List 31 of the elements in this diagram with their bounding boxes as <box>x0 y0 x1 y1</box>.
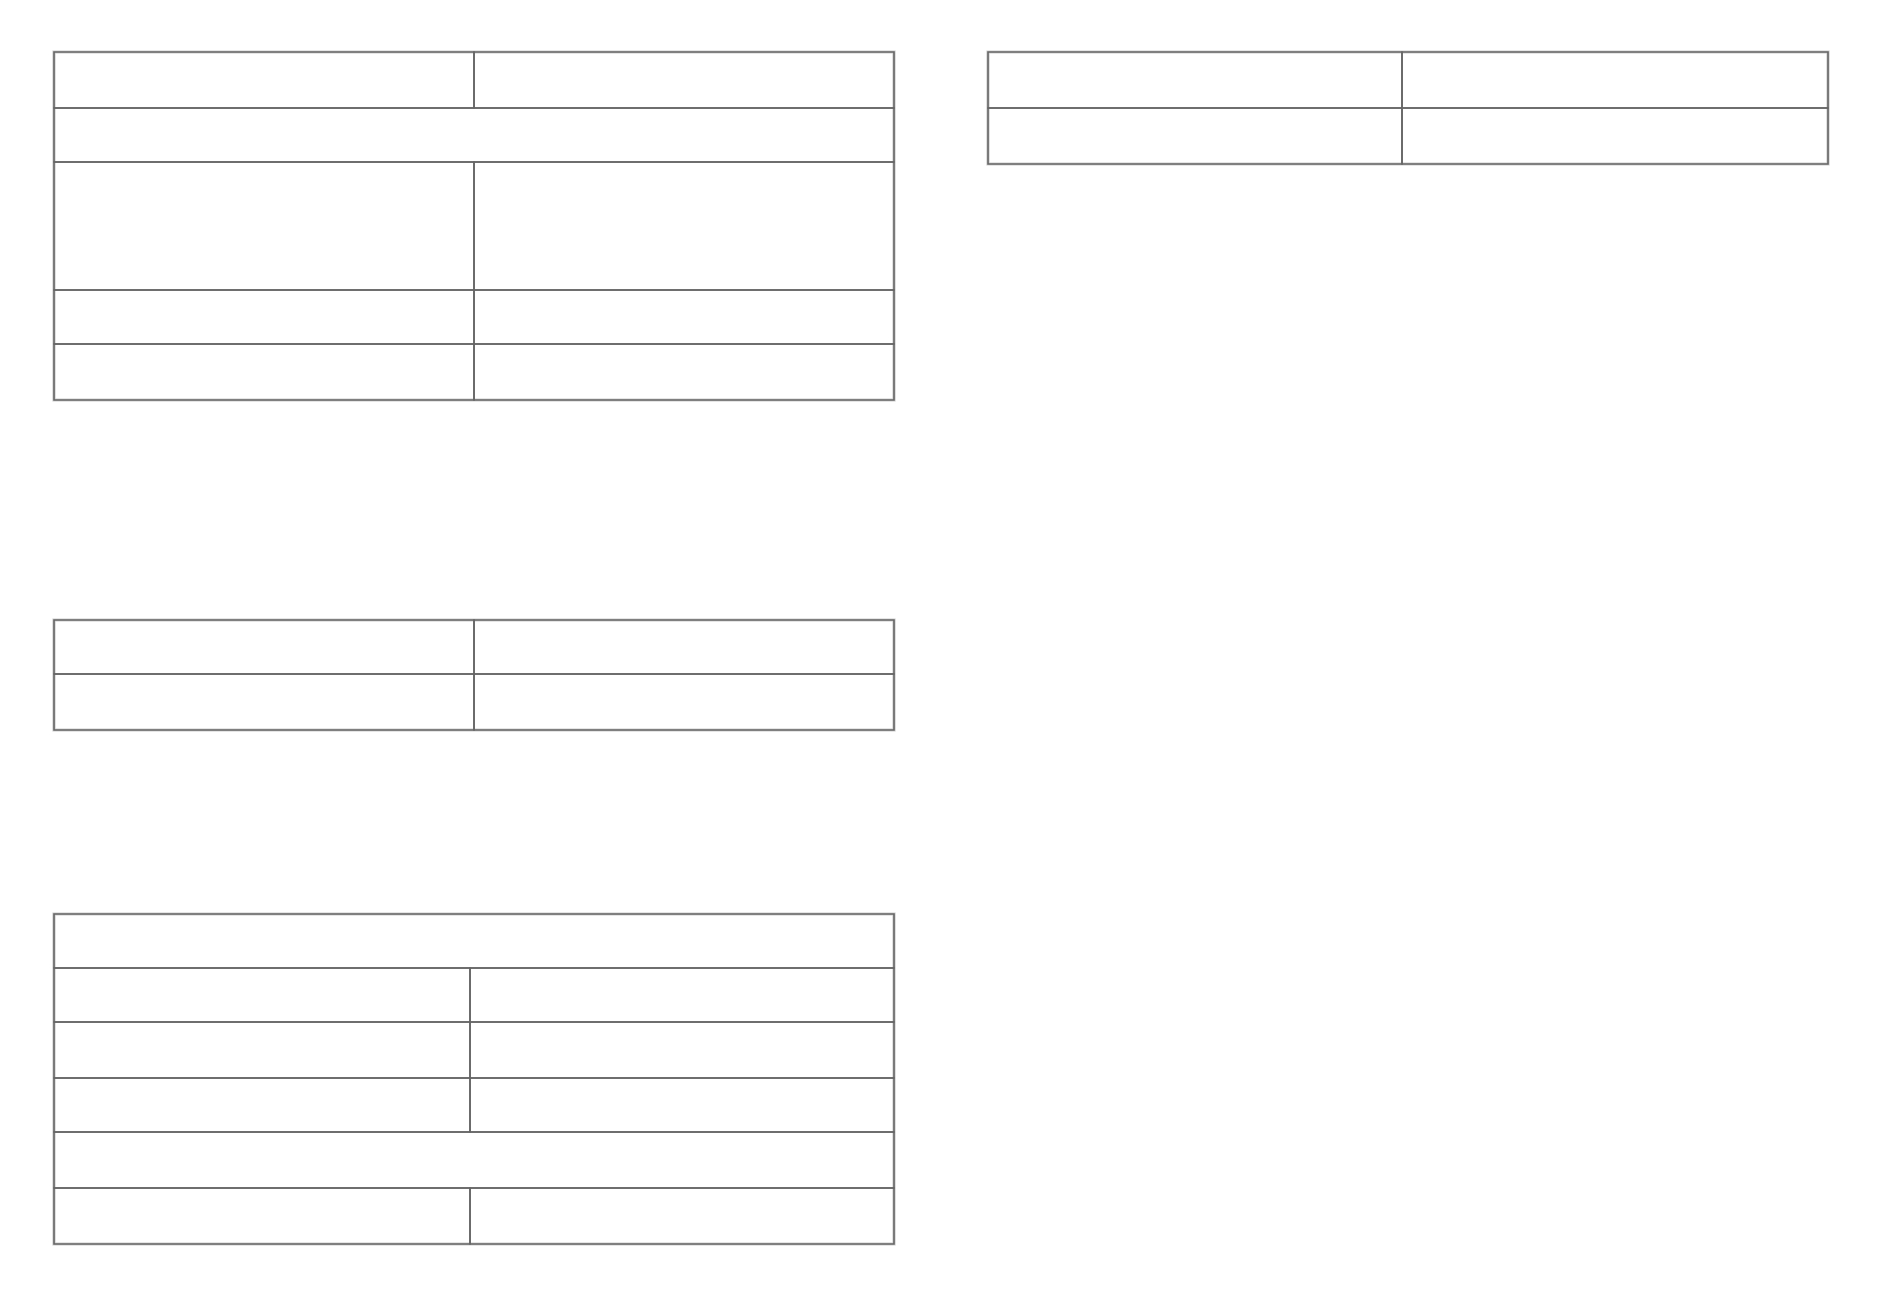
table-cell <box>53 673 475 731</box>
table <box>52 50 896 402</box>
table-cell <box>987 107 1403 165</box>
table-cell <box>473 161 895 291</box>
table-cell <box>473 343 895 401</box>
table-cell <box>53 107 895 163</box>
table-cell <box>53 967 471 1023</box>
table-cell <box>53 1021 471 1079</box>
table <box>986 50 1830 166</box>
table <box>52 912 896 1246</box>
table-cell <box>53 1077 471 1133</box>
table-cell <box>469 967 895 1023</box>
table-cell <box>469 1077 895 1133</box>
table-cell <box>53 619 475 675</box>
table-cell <box>53 1187 471 1245</box>
table <box>52 618 896 732</box>
table-cell <box>53 51 475 109</box>
table-cell <box>473 289 895 345</box>
table-cell <box>53 1131 895 1189</box>
table-cell <box>473 51 895 109</box>
table-cell <box>1401 107 1829 165</box>
table-cell <box>987 51 1403 109</box>
table-cell <box>53 161 475 291</box>
table-cell <box>469 1187 895 1245</box>
table-cell <box>53 289 475 345</box>
table-cell <box>473 619 895 675</box>
table-cell <box>53 913 895 969</box>
table-cell <box>1401 51 1829 109</box>
table-cell <box>469 1021 895 1079</box>
table-cell <box>473 673 895 731</box>
table-cell <box>53 343 475 401</box>
